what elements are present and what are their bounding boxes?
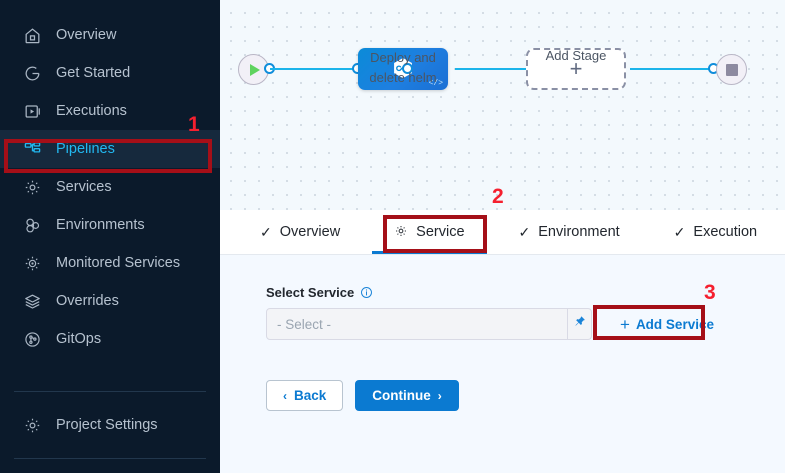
tab-execution[interactable]: ✓ Execution [652,210,779,254]
gear-icon [394,224,408,240]
select-service-dropdown[interactable]: - Select - [266,308,568,340]
continue-label: Continue [372,388,431,403]
stop-icon [725,63,738,76]
gear-icon [22,177,42,197]
pipelines-icon [22,139,42,159]
main-content: </> + Deploy and delete helm Add Stage [220,0,785,473]
sidebar-item-label: Get Started [56,64,131,81]
stage-node-label: Deploy and delete helm [328,48,478,87]
sidebar-item-gitops[interactable]: GitOps [0,320,220,358]
sidebar-item-label: Pipelines [56,140,115,157]
check-icon: ✓ [673,224,686,240]
sidebar-item-label: Services [56,178,112,195]
pipeline-wire [270,68,410,70]
sidebar-item-pipelines[interactable]: Pipelines [0,130,220,168]
back-button[interactable]: ‹ Back [266,380,344,411]
layers-icon [22,291,42,311]
tab-overview[interactable]: ✓ Overview [238,210,362,254]
form-button-row: ‹ Back Continue › [266,380,785,411]
sidebar-item-executions[interactable]: Executions [0,92,220,130]
sidebar-item-overview[interactable]: Overview [0,16,220,54]
tab-label: Overview [279,224,341,240]
sidebar-item-monitored-services[interactable]: Monitored Services [0,244,220,282]
pin-icon [573,315,586,333]
plus-icon: + [620,314,630,334]
add-stage-label: Add Stage [545,48,607,63]
check-icon: ✓ [260,224,272,240]
sidebar-item-project-settings[interactable]: Project Settings [0,406,220,444]
code-badge-icon: </> [428,79,443,88]
tab-label: Environment [538,224,620,240]
home-icon [22,25,42,45]
play-icon [250,63,260,76]
sidebar-item-label: Overrides [56,292,119,309]
get-started-icon [22,63,42,83]
tab-environment[interactable]: ✓ Environment [497,210,642,254]
select-service-row: - Select - + Add Service [266,308,785,340]
service-panel: Select Service - Select - [220,255,785,473]
pipeline-canvas[interactable]: </> + Deploy and delete helm Add Stage [220,0,785,210]
select-placeholder: - Select - [277,316,332,332]
sidebar-item-environments[interactable]: Environments [0,206,220,244]
tab-service[interactable]: Service [372,210,487,254]
stage-label-line2: delete helm [369,69,437,85]
pipeline-wire [630,68,715,70]
sidebar-item-overrides[interactable]: Overrides [0,282,220,320]
add-service-button[interactable]: + Add Service [616,312,718,337]
sidebar-item-label: Project Settings [56,416,158,433]
sidebar-item-label: Overview [56,26,117,43]
pin-button[interactable] [568,308,592,340]
connector-dot [402,63,413,74]
select-service-label: Select Service [266,285,785,300]
field-label-text: Select Service [266,285,355,300]
chevron-right-icon: › [437,388,442,403]
sidebar-item-label: Executions [56,102,127,119]
info-icon[interactable] [360,286,373,299]
executions-icon [22,101,42,121]
stage-label-line1: Deploy and [370,50,436,65]
pipeline-end-node[interactable] [716,54,747,85]
pipeline-start-node[interactable] [238,54,269,85]
chevron-left-icon: ‹ [283,388,287,403]
sidebar-item-label: Environments [56,216,145,233]
gitops-icon [22,329,42,349]
environments-icon [22,215,42,235]
sidebar-item-label: Monitored Services [56,254,181,271]
sidebar-item-services[interactable]: Services [0,168,220,206]
check-icon: ✓ [518,224,531,240]
stage-tabs: ✓ Overview Service ✓ Environment ✓ Execu… [220,210,785,255]
sidebar-item-label: GitOps [56,330,102,347]
sidebar-divider-top [14,391,206,392]
back-label: Back [294,388,327,403]
sidebar-divider-bottom [14,458,206,459]
pipeline-row: </> + [220,48,785,90]
sidebar-bottom-section: Project Settings [0,377,220,473]
plus-icon: + [569,56,583,81]
continue-button[interactable]: Continue › [355,380,459,411]
gear-icon [22,415,42,435]
monitored-services-icon [22,253,42,273]
sidebar-item-get-started[interactable]: Get Started [0,54,220,92]
add-service-label: Add Service [635,316,714,332]
tab-label: Service [416,224,465,240]
tab-label: Execution [693,224,758,240]
pipeline-wire [455,68,567,70]
add-stage-button[interactable]: + [526,48,626,90]
sidebar: Overview Get Started Executions [0,0,220,473]
